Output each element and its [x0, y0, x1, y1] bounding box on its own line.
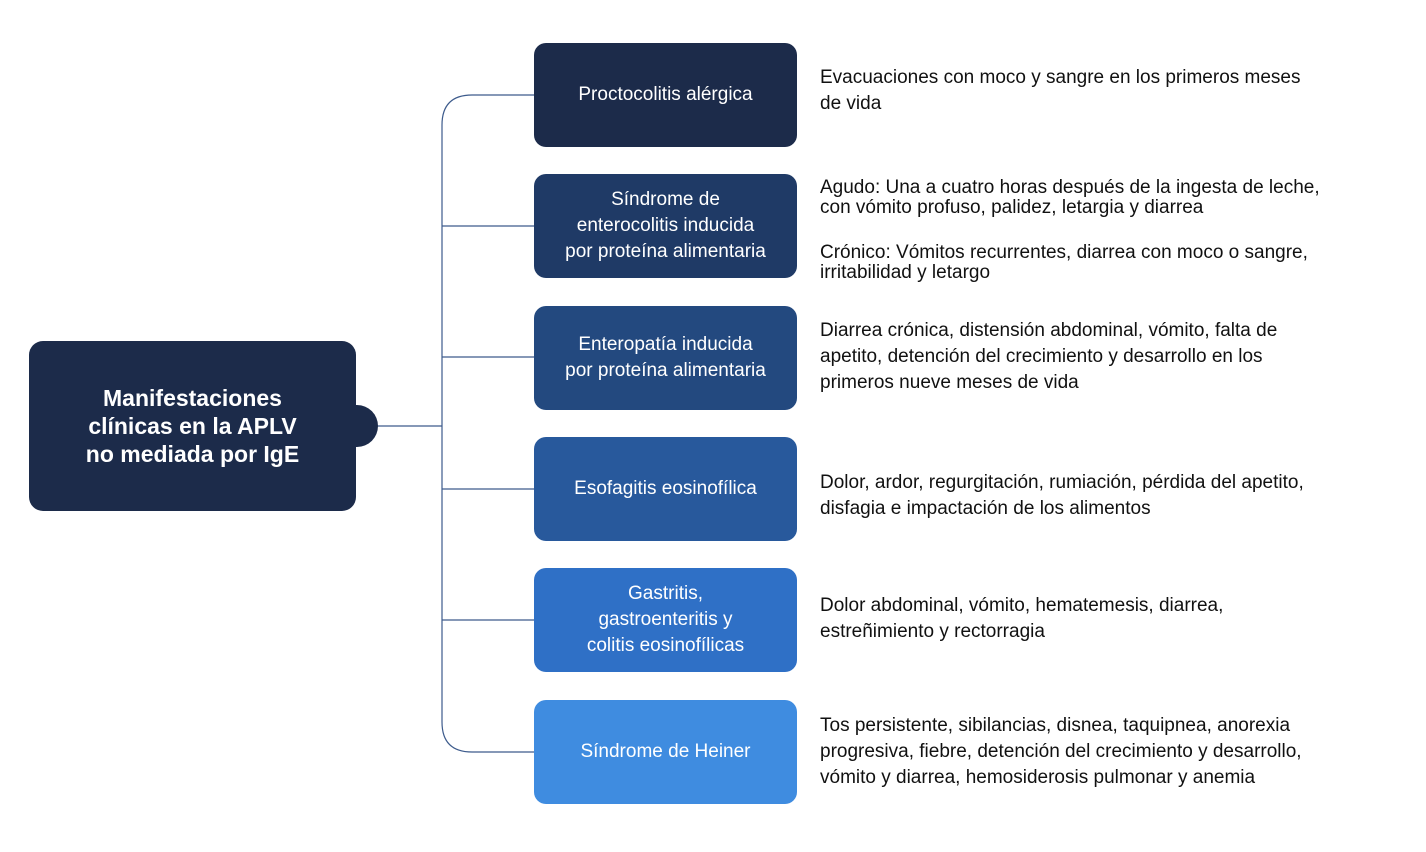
root-node: Manifestaciones clínicas en la APLV no m…	[29, 341, 356, 511]
root-node-label: Manifestaciones clínicas en la APLV no m…	[85, 385, 300, 467]
branch-enterocolitis: Síndrome de enterocolitis inducida por p…	[534, 174, 797, 278]
branch-description: Diarrea crónica, distensión abdominal, v…	[820, 320, 1278, 393]
branch-label: Proctocolitis alérgica	[578, 84, 753, 105]
branch-description: Dolor, ardor, regurgitación, rumiación, …	[820, 472, 1304, 519]
branch-gastritis: Gastritis, gastroenteritis y colitis eos…	[534, 568, 797, 672]
branch-description-acute: Agudo: Una a cuatro horas después de la …	[820, 177, 1320, 218]
branch-heiner: Síndrome de Heiner	[534, 700, 797, 804]
branch-label: Enteropatía inducida por proteína alimen…	[565, 334, 766, 381]
trunk-line	[441, 94, 534, 753]
branch-label: Síndrome de enterocolitis inducida por p…	[565, 189, 766, 262]
branch-label: Esofagitis eosinofílica	[574, 478, 757, 499]
branch-description: Dolor abdominal, vómito, hematemesis, di…	[820, 595, 1224, 642]
branch-label: Síndrome de Heiner	[580, 741, 751, 762]
branch-enteropatia: Enteropatía inducida por proteína alimen…	[534, 306, 797, 410]
branch-proctocolitis: Proctocolitis alérgica	[534, 43, 797, 147]
branch-description: Tos persistente, sibilancias, disnea, ta…	[820, 715, 1302, 788]
branch-label: Gastritis, gastroenteritis y colitis eos…	[586, 583, 745, 656]
branch-description-chronic: Crónico: Vómitos recurrentes, diarrea co…	[820, 242, 1308, 283]
branch-esofagitis: Esofagitis eosinofílica	[534, 437, 797, 541]
branch-description: Evacuaciones con moco y sangre en los pr…	[820, 67, 1301, 114]
